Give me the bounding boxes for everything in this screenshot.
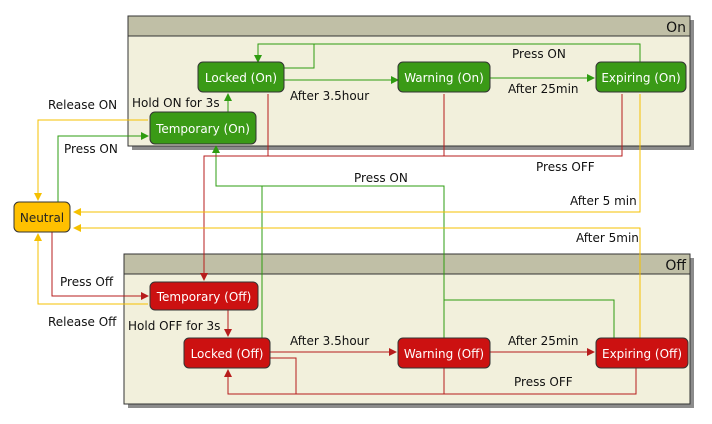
off-group: Off xyxy=(123,253,694,408)
label-press-on-middle: Press ON xyxy=(354,171,408,185)
label-after-5-min: After 5 min xyxy=(570,194,637,208)
label-press-off-on-group: Press OFF xyxy=(536,160,595,174)
state-temporary-on[interactable]: Temporary (On) xyxy=(149,111,257,145)
label-after-25min-off: After 25min xyxy=(508,334,579,348)
edge-expiring-on-to-neutral xyxy=(73,94,641,216)
label-after-5min: After 5min xyxy=(576,231,639,245)
state-expiring-off[interactable]: Expiring (Off) xyxy=(595,337,689,369)
label-press-off-left: Press Off xyxy=(60,275,114,289)
edge-locked-off-loop xyxy=(270,357,297,394)
label-press-off-bottom: Press OFF xyxy=(514,375,573,389)
label-after-35hour-off: After 3.5hour xyxy=(290,334,369,348)
on-group-title: On xyxy=(666,20,686,36)
state-temporary-off[interactable]: Temporary (Off) xyxy=(149,281,259,311)
edge-expiring-off-to-locked-off xyxy=(224,368,637,395)
edge-warning-off-to-temporary-on xyxy=(212,145,445,338)
label-after-35hour-on: After 3.5hour xyxy=(290,89,369,103)
state-locked-on[interactable]: Locked (On) xyxy=(197,61,285,93)
state-expiring-on-label: Expiring (On) xyxy=(601,71,680,85)
edge-expiring-off-to-neutral xyxy=(73,224,641,338)
state-locked-on-box xyxy=(197,61,285,93)
state-expiring-off-box xyxy=(595,337,689,369)
edge-locked-on-to-temporary-off xyxy=(200,94,269,281)
state-temporary-off-box xyxy=(149,281,259,311)
state-warning-on-label: Warning (On) xyxy=(404,71,484,85)
off-group-body xyxy=(123,253,691,405)
edge-temporary-on-to-neutral xyxy=(34,119,148,201)
edge-expiring-off-to-temporary-on xyxy=(444,299,615,338)
state-warning-on-box xyxy=(397,61,491,93)
off-group-title: Off xyxy=(665,258,686,274)
state-neutral[interactable]: Neutral xyxy=(13,201,71,233)
edge-temporary-off-to-neutral xyxy=(34,233,148,305)
state-expiring-off-label: Expiring (Off) xyxy=(602,347,682,361)
label-after-25min-on: After 25min xyxy=(508,82,579,96)
state-locked-off[interactable]: Locked (Off) xyxy=(183,337,271,369)
label-press-on-top: Press ON xyxy=(512,47,566,61)
state-neutral-box xyxy=(13,201,71,233)
state-locked-off-label: Locked (Off) xyxy=(191,347,264,361)
edge-expiring-on-to-temporary-off xyxy=(444,94,623,157)
edge-expiring-on-to-locked-on xyxy=(254,43,641,63)
state-temporary-on-box xyxy=(149,111,257,145)
label-hold-on-3s: Hold ON for 3s xyxy=(132,96,220,110)
edge-neutral-to-temporary-on xyxy=(57,132,149,202)
state-expiring-on-box xyxy=(595,61,687,93)
state-locked-on-label: Locked (On) xyxy=(205,71,277,85)
state-expiring-on[interactable]: Expiring (On) xyxy=(595,61,687,93)
state-temporary-off-label: Temporary (Off) xyxy=(156,290,252,304)
off-group-header xyxy=(123,253,691,275)
state-temporary-on-label: Temporary (On) xyxy=(155,122,250,136)
label-release-off: Release Off xyxy=(48,315,117,329)
state-warning-off[interactable]: Warning (Off) xyxy=(397,337,491,369)
state-warning-off-label: Warning (Off) xyxy=(404,347,484,361)
state-warning-off-box xyxy=(397,337,491,369)
label-press-on-left: Press ON xyxy=(64,142,118,156)
state-neutral-label: Neutral xyxy=(20,211,64,225)
label-release-on: Release ON xyxy=(48,98,117,112)
state-warning-on[interactable]: Warning (On) xyxy=(397,61,491,93)
edge-locked-on-loop xyxy=(284,44,315,69)
state-locked-off-box xyxy=(183,337,271,369)
edge-neutral-to-temporary-off xyxy=(51,232,149,300)
on-group-header xyxy=(127,15,691,37)
label-hold-off-3s: Hold OFF for 3s xyxy=(128,319,220,333)
